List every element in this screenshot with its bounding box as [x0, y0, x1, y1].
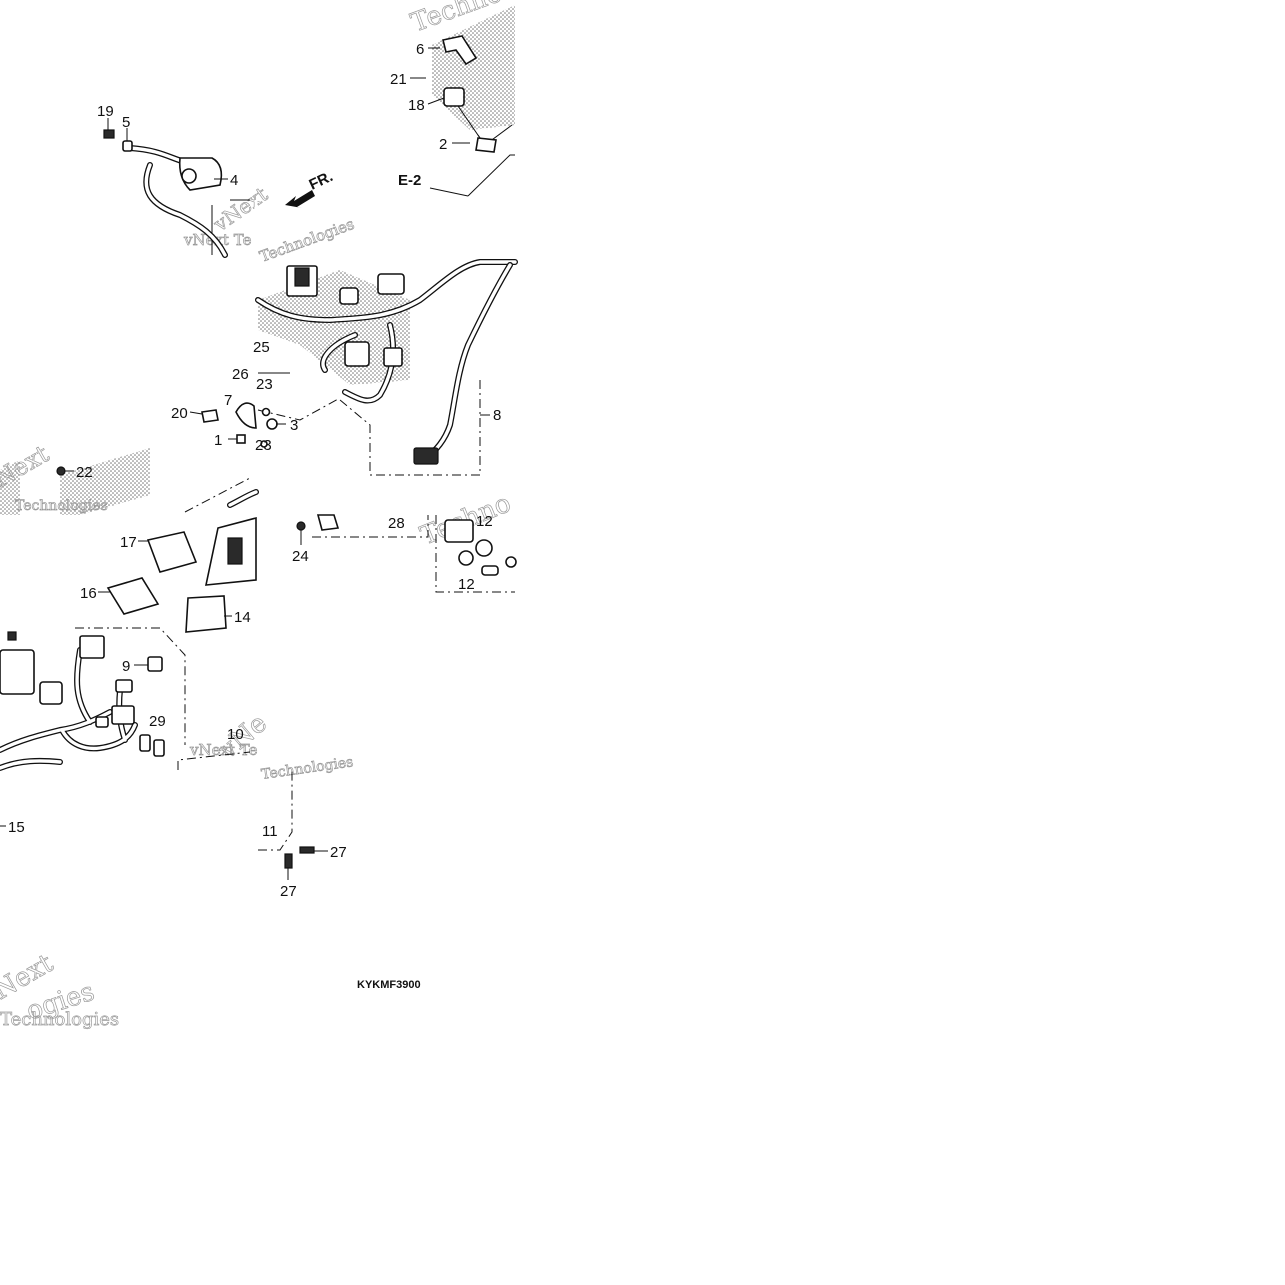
callout-26: 26 — [232, 366, 249, 383]
callout-6: 6 — [416, 41, 424, 58]
svg-text:Technologies: Technologies — [0, 1009, 119, 1030]
callout-4: 4 — [230, 172, 238, 189]
callout-8: 8 — [493, 407, 501, 424]
callout-27b: 27 — [280, 883, 297, 900]
front-arrow-icon — [285, 190, 315, 208]
svg-text:Next: Next — [0, 440, 54, 494]
callout-11: 11 — [262, 823, 278, 840]
callout-29: 29 — [149, 713, 166, 730]
callout-21: 21 — [390, 71, 407, 88]
callout-1: 1 — [214, 432, 222, 449]
callout-19: 19 — [97, 103, 114, 120]
callout-28: 28 — [388, 515, 405, 532]
callout-14: 14 — [234, 609, 251, 626]
callout-e2: E-2 — [398, 172, 421, 189]
wire-harness — [0, 145, 518, 771]
svg-text:vNext Te: vNext Te — [189, 741, 258, 759]
callout-27a: 27 — [330, 844, 347, 861]
callout-10: 10 — [227, 726, 244, 743]
callout-12a: 12 — [476, 513, 493, 530]
callout-15: 15 — [8, 819, 25, 836]
callout-labels: 6 21 18 2 19 5 4 E-2 FR. 25 26 23 7 20 3… — [8, 41, 501, 991]
components — [0, 35, 517, 869]
callout-20: 20 — [171, 405, 188, 422]
svg-text:Technologies: Technologies — [260, 754, 354, 783]
leader-lines — [0, 47, 490, 880]
tile-seams — [254, 200, 258, 258]
svg-text:Technologies: Technologies — [15, 498, 108, 514]
callout-3: 3 — [290, 417, 298, 434]
callout-18: 18 — [408, 97, 425, 114]
diagram-code: KYKMF3900 — [357, 979, 421, 991]
callout-25: 25 — [253, 339, 270, 356]
callout-2: 2 — [439, 136, 447, 153]
callout-22: 22 — [76, 464, 93, 481]
callout-16: 16 — [80, 585, 97, 602]
callout-17: 17 — [120, 534, 137, 551]
callout-5: 5 — [122, 114, 130, 131]
svg-text:vNext: vNext — [208, 182, 272, 237]
callout-9: 9 — [122, 658, 130, 675]
callout-7: 7 — [224, 392, 232, 409]
svg-text:Technologies: Technologies — [257, 215, 356, 266]
callout-12b: 12 — [458, 576, 475, 593]
callout-fr: FR. — [307, 168, 336, 194]
callout-23b: 23 — [255, 437, 272, 454]
callout-24: 24 — [292, 548, 309, 565]
diagram-tile — [0, 0, 515, 1030]
callout-23a: 23 — [256, 376, 273, 393]
